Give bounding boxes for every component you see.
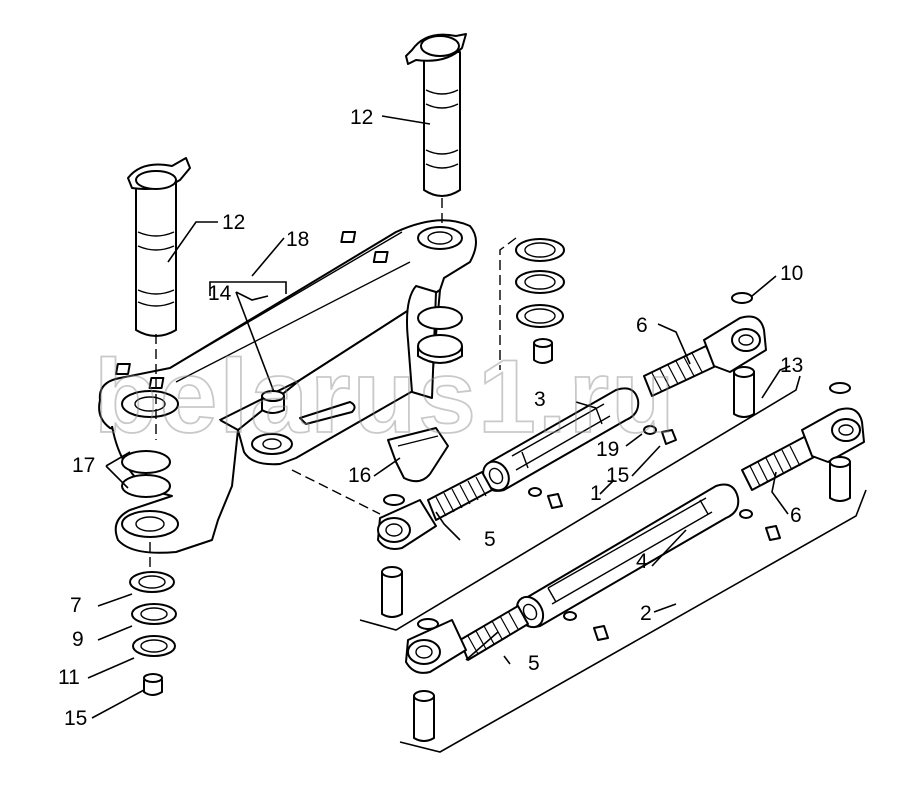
callout-10: 10 <box>780 262 803 285</box>
tie-rod-tube-lower <box>515 483 740 629</box>
rod-end-left-lower <box>405 605 529 674</box>
callout-2: 2 <box>640 602 652 625</box>
callout-17: 17 <box>72 454 95 477</box>
callout-6-upper: 6 <box>636 314 648 337</box>
callout-4: 4 <box>636 550 648 573</box>
callout-9: 9 <box>72 628 84 651</box>
callout-11: 11 <box>58 666 80 689</box>
callout-5-lower: 5 <box>528 652 540 675</box>
king-pin-left <box>127 157 191 337</box>
leader-lines <box>87 115 791 719</box>
callout-12-right: 12 <box>350 106 373 129</box>
callout-14: 14 <box>208 282 232 305</box>
washer-stack-left <box>129 571 177 696</box>
ball-pin <box>381 366 851 742</box>
assembly-bracket-upper <box>359 375 801 631</box>
rod-end-right-upper <box>643 292 767 397</box>
axle-beam <box>98 219 477 554</box>
tie-rod-tube-upper <box>482 387 640 492</box>
callout-6-lower: 6 <box>790 504 802 527</box>
rod-end-left-upper <box>377 471 493 550</box>
assembly-bracket-lower <box>399 489 867 753</box>
watermark-text: belarus1.ru <box>94 339 677 455</box>
stop-bolt <box>261 390 285 414</box>
callout-3: 3 <box>534 388 546 411</box>
callout-16: 16 <box>348 464 371 487</box>
callout-13: 13 <box>780 354 803 377</box>
callout-12-left: 12 <box>222 211 245 234</box>
callout-19: 19 <box>596 438 619 461</box>
king-pin-right <box>405 33 467 197</box>
callout-1: 1 <box>590 482 602 505</box>
rod-end-right-lower <box>741 382 865 491</box>
grease-fitting <box>528 425 781 641</box>
callout-7: 7 <box>70 594 82 617</box>
washer-stack-right <box>515 238 565 364</box>
callout-18: 18 <box>286 228 309 251</box>
alignment-line <box>291 469 381 515</box>
retaining-pin <box>299 401 356 425</box>
lock-plate <box>387 427 449 483</box>
callout-5-upper: 5 <box>484 528 496 551</box>
callout-15-left: 15 <box>64 707 87 730</box>
alignment-line <box>499 237 517 370</box>
callout-15-right: 15 <box>606 464 629 487</box>
